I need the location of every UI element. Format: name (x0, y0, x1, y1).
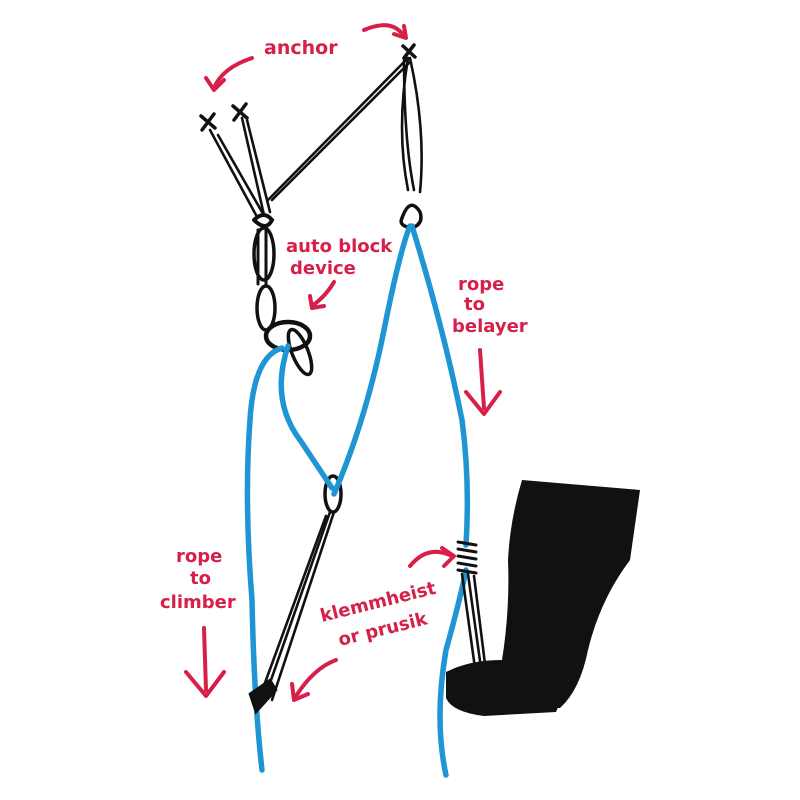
sling-end-arrow (290, 658, 338, 702)
sling-knot (252, 213, 275, 228)
anchor-arrow-right (362, 23, 408, 40)
cross-sling (266, 56, 412, 202)
anchor-point-right (401, 43, 417, 60)
climber-down-arrow (184, 626, 226, 698)
rope-below-prusik (437, 567, 469, 778)
rope-to-climber-strand (244, 345, 285, 773)
label-rope-to-belayer-line1: rope (458, 274, 504, 295)
annotation-arrows (184, 23, 502, 702)
label-rope-to-belayer-line2: to (464, 294, 485, 315)
auto-block-arrow (308, 280, 336, 310)
anchor-point-left-1 (199, 112, 217, 132)
anchor-points (199, 43, 417, 132)
label-anchor: anchor (264, 37, 338, 59)
label-auto-block-line1: auto block (286, 236, 393, 257)
klemmheist-wraps (456, 540, 478, 575)
anchor-slings (208, 56, 423, 288)
sling-end-knot (248, 678, 278, 715)
leg-silhouette (446, 480, 640, 716)
trouser-leg (496, 480, 640, 708)
left-sling (208, 116, 272, 217)
carabiner-lower-left (255, 284, 277, 332)
label-rope-to-climber-line1: rope (176, 546, 222, 567)
prusik-arrow (408, 546, 456, 568)
label-rope-to-climber-line3: climber (160, 592, 236, 613)
anchor-point-left-2 (231, 102, 249, 122)
rope-inner-strand (278, 343, 335, 491)
right-sling (400, 56, 423, 194)
label-rope-to-climber-line2: to (190, 568, 211, 589)
rope-to-belayer-strand (409, 223, 471, 548)
label-auto-block-line2: device (290, 258, 356, 279)
auto-block-carabiner (286, 327, 314, 377)
anchor-arrow-left (204, 56, 254, 92)
carabiner-right-anchor (399, 203, 423, 230)
label-rope-to-belayer-line3: belayer (452, 316, 528, 337)
klemmheist-sling (248, 510, 490, 715)
belayer-down-arrow (464, 348, 502, 416)
rope-pulley-left (331, 223, 413, 497)
shoe (446, 660, 563, 716)
rope (244, 223, 471, 778)
carabiner-upper-left (252, 226, 276, 282)
